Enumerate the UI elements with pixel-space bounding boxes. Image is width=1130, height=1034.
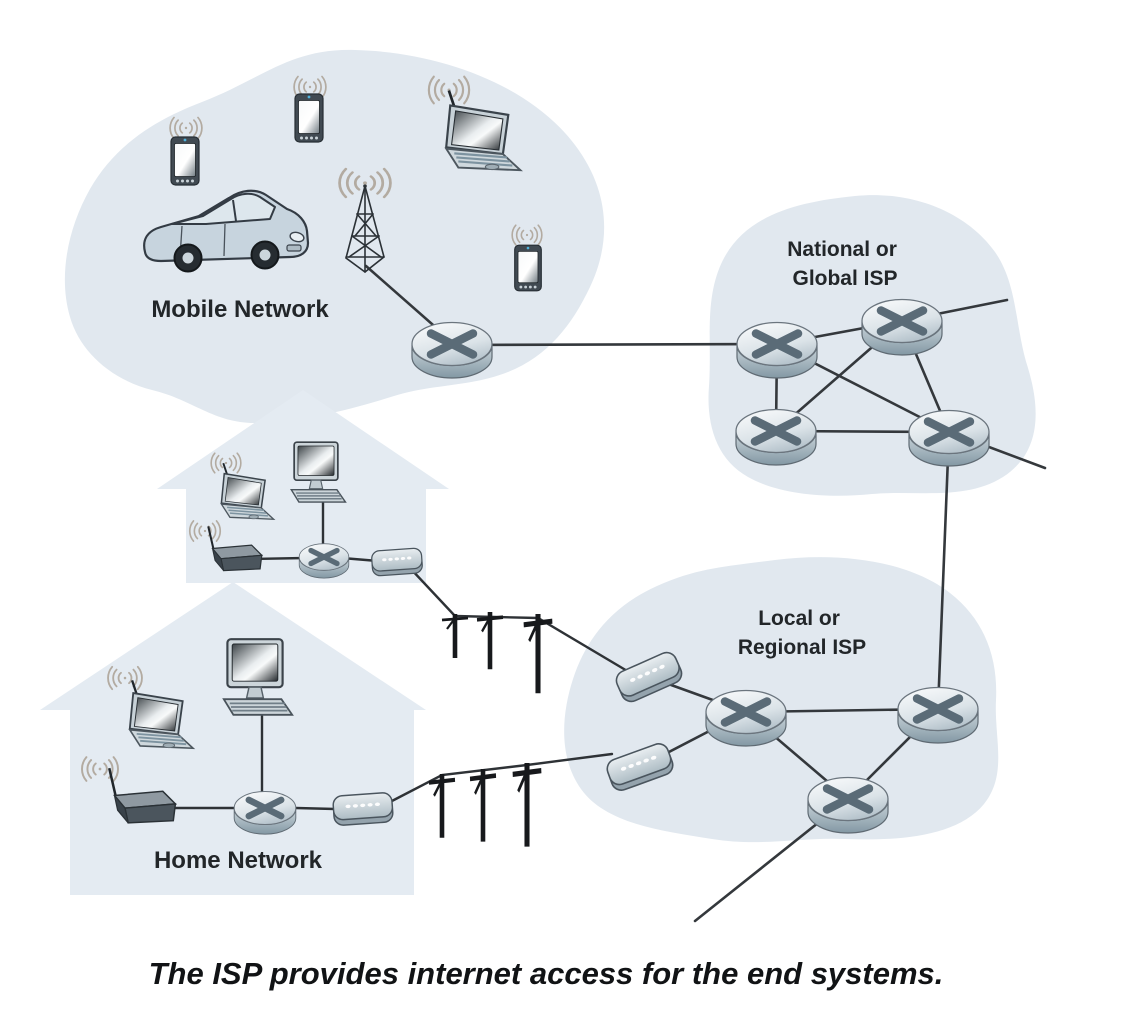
utility-pole-icon (470, 769, 496, 842)
utility-pole-icon (429, 774, 455, 838)
router-regional-2 (898, 688, 978, 744)
cell-tower-icon (345, 182, 385, 274)
smartphone-icon (294, 93, 324, 143)
cable-modem-icon (331, 791, 395, 827)
mobile-network-label: Mobile Network (151, 296, 329, 323)
utility-pole-icon (477, 612, 503, 669)
desktop-computer-icon (222, 638, 294, 716)
router-home (234, 791, 296, 834)
link-home-router-to-modem (294, 806, 337, 811)
regional-isp-cloud (564, 557, 999, 843)
upper-house-shape (157, 390, 449, 583)
router-regional-1 (706, 691, 786, 747)
smartphone-icon (514, 244, 542, 292)
national-isp-label: National or Global ISP (787, 238, 903, 290)
utility-pole-icon (513, 763, 542, 847)
home-network-label: Home Network (154, 847, 323, 874)
figure-caption: The ISP provides internet access for the… (149, 956, 944, 991)
router-home-upper (299, 544, 349, 578)
link-national-to-regional (936, 430, 951, 711)
utility-pole-icon (442, 614, 468, 658)
router-national-1 (737, 323, 817, 379)
router-national-4 (909, 411, 989, 467)
car-icon (143, 189, 310, 273)
smartphone-icon (170, 136, 200, 186)
cable-modem-icon (370, 547, 424, 577)
utility-pole-icon (524, 614, 553, 693)
router-regional-3 (808, 778, 888, 834)
router-mobile (412, 323, 492, 379)
router-national-2 (862, 300, 942, 356)
router-national-3 (736, 410, 816, 466)
regional-isp-label: Local or Regional ISP (738, 607, 866, 659)
desktop-computer-icon (290, 441, 347, 503)
link-mobile-to-national (450, 342, 779, 347)
